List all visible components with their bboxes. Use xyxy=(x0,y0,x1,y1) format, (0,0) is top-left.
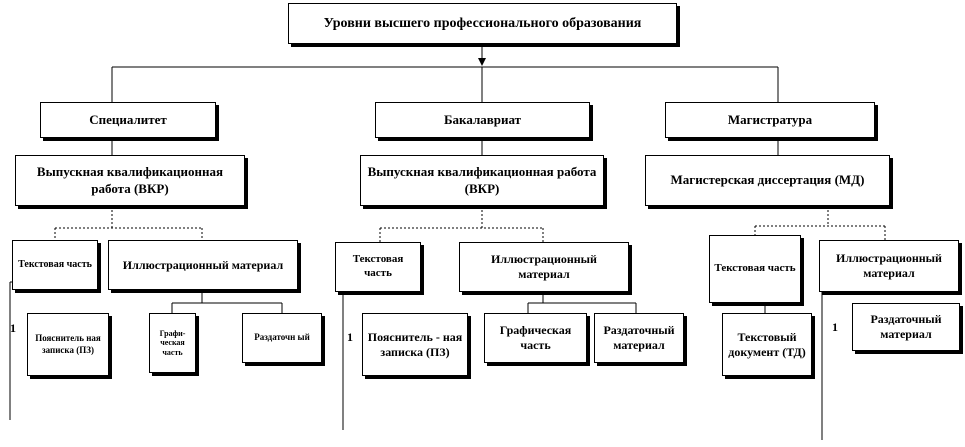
specialist-illustrative: Иллюстрационный материал xyxy=(108,240,298,290)
master-text-part: Текстовая часть xyxy=(709,235,801,303)
work-master: Магистерская диссертация (МД) xyxy=(645,155,890,206)
bachelor-handout: Раздаточный материал xyxy=(594,313,684,363)
master-text-doc: Текстовый документ (ТД) xyxy=(722,313,812,376)
arrowhead-icon xyxy=(478,58,486,66)
bachelor-text-part: Текстовая часть xyxy=(335,242,421,292)
specialist-number: 1 xyxy=(10,321,16,335)
level-bachelor: Бакалавриат xyxy=(375,102,590,138)
level-specialist: Специалитет xyxy=(40,102,216,138)
specialist-text-doc: Пояснитель ная записка (ПЗ) xyxy=(27,313,109,376)
specialist-handout: Раздаточн ый xyxy=(242,313,322,363)
root-box: Уровни высшего профессионального образов… xyxy=(288,3,677,44)
master-handout: Раздаточный материал xyxy=(852,303,960,351)
bachelor-number: 1 xyxy=(347,330,353,344)
level-master: Магистратура xyxy=(665,102,875,138)
bachelor-graphic: Графическая часть xyxy=(484,313,587,363)
specialist-text-part: Текстовая часть xyxy=(12,240,98,290)
bachelor-illustrative: Иллюстрационный материал xyxy=(459,242,629,292)
bachelor-text-doc: Пояснитель - ная записка (ПЗ) xyxy=(362,313,468,376)
master-illustrative: Иллюстрационный материал xyxy=(819,240,959,292)
work-specialist: Выпускная квалификационная работа (ВКР) xyxy=(15,155,245,206)
work-bachelor: Выпускная квалификационная работа (ВКР) xyxy=(360,155,604,206)
specialist-graphic: Графи- ческая часть xyxy=(149,313,196,373)
master-number: 1 xyxy=(832,320,838,334)
